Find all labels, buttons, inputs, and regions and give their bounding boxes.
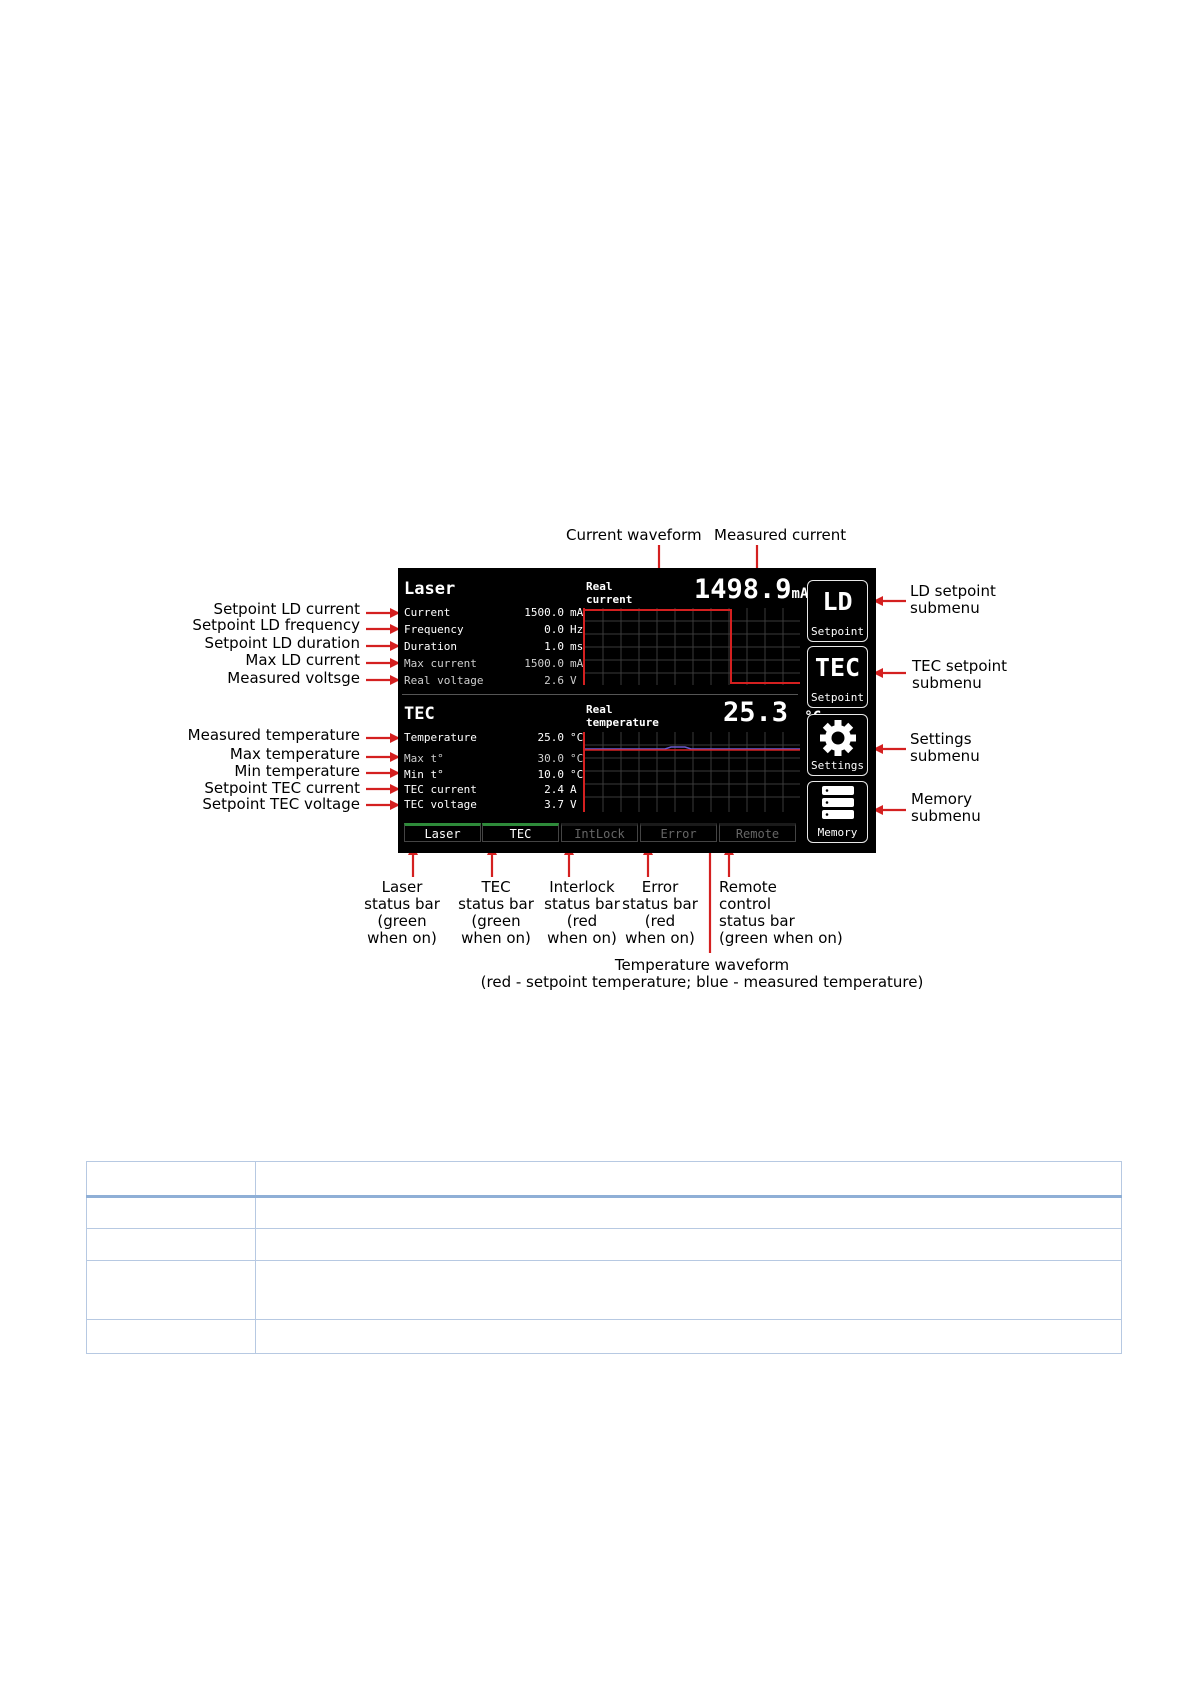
tec-section-title: TEC (404, 704, 435, 724)
annotation-measured-temperature: Measured temperature (187, 726, 360, 744)
annotation-current-waveform: Current waveform (566, 526, 702, 544)
tec-setpoint-button-label: TEC (814, 653, 861, 682)
table-cell (86, 1260, 256, 1320)
annotation-measured-current: Measured current (714, 526, 847, 544)
tec-row-min-t: Min t°10.0°C (404, 768, 584, 781)
current-waveform-trace (585, 609, 800, 684)
table-cell (86, 1196, 256, 1229)
settings-button[interactable]: Settings (807, 714, 868, 776)
status-bar-remote[interactable]: Remote (719, 823, 796, 842)
annotation-setpoint-ld-duration: Setpoint LD duration (204, 634, 360, 652)
table-cell (255, 1319, 1122, 1354)
table-cell (255, 1260, 1122, 1320)
table-row (86, 1319, 1122, 1354)
annotation-setpoint-ld-frequency: Setpoint LD frequency (192, 616, 360, 634)
memory-icon (821, 786, 854, 819)
status-bar-interlock[interactable]: IntLock (561, 823, 638, 842)
tec-setpoint-button-sublabel: Setpoint (811, 691, 864, 704)
table-row (86, 1228, 1122, 1261)
table-cell (255, 1228, 1122, 1261)
annotation-min-temperature: Min temperature (234, 762, 360, 780)
measured-current-value: 1498.9mA (694, 574, 809, 605)
annotation-setpoint-ld-current: Setpoint LD current (213, 600, 360, 618)
annotation-measured-voltage: Measured voltsge (227, 669, 360, 687)
annotation-setpoint-tec-voltage: Setpoint TEC voltage (202, 795, 360, 813)
gear-icon (819, 720, 856, 756)
table-cell (86, 1228, 256, 1261)
status-bar-error[interactable]: Error (640, 823, 717, 842)
status-bar-tec[interactable]: TEC (482, 823, 559, 842)
measured-temperature-trace (585, 746, 800, 750)
settings-button-label: Settings (811, 759, 864, 772)
table-cell (86, 1319, 256, 1354)
memory-button[interactable]: Memory (807, 781, 868, 843)
ld-setpoint-button[interactable]: LD Setpoint (807, 580, 868, 642)
annotation-temperature-waveform: Temperature waveform(red - setpoint temp… (480, 956, 924, 991)
ld-setpoint-button-label: LD (822, 587, 853, 616)
table-row (86, 1260, 1122, 1320)
table-header-row (86, 1161, 1122, 1198)
table-row (86, 1196, 1122, 1229)
status-bar-laser[interactable]: Laser (404, 823, 481, 842)
tec-setpoint-button[interactable]: TEC Setpoint (807, 646, 868, 708)
table-cell (255, 1196, 1122, 1229)
measured-current-unit: mA (791, 586, 809, 602)
annotation-max-temperature: Max temperature (229, 745, 360, 763)
laser-section-title: Laser (404, 579, 456, 599)
annotation-setpoint-tec-current: Setpoint TEC current (204, 779, 360, 797)
ld-setpoint-button-sublabel: Setpoint (811, 625, 864, 638)
memory-button-label: Memory (817, 826, 858, 839)
temperature-waveform-plot (583, 732, 800, 812)
table-header-cell (86, 1161, 256, 1198)
annotation-max-ld-current: Max LD current (245, 651, 360, 669)
empty-table (86, 1161, 1122, 1354)
current-waveform-plot (583, 608, 800, 685)
table-header-cell (255, 1161, 1122, 1198)
section-divider (402, 694, 798, 695)
tec-row-max-t: Max t°30.0°C (404, 752, 584, 765)
